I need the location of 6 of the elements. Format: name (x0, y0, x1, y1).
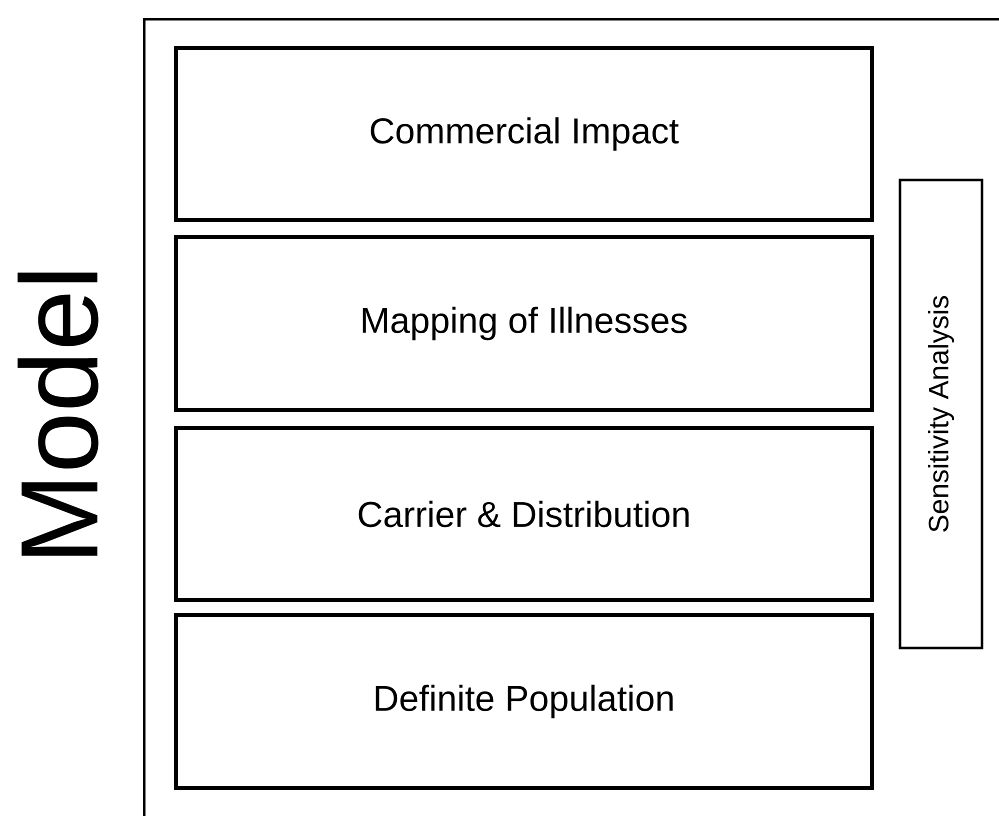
layer-box: Carrier & Distribution (174, 426, 874, 602)
layer-box: Commercial Impact (174, 46, 874, 222)
layer-box: Mapping of Illnesses (174, 235, 874, 412)
vertical-label-box: Sensitivity Analysis (898, 178, 984, 650)
layer-box: Definite Population (174, 613, 874, 790)
node-label: Model (18, 272, 98, 556)
